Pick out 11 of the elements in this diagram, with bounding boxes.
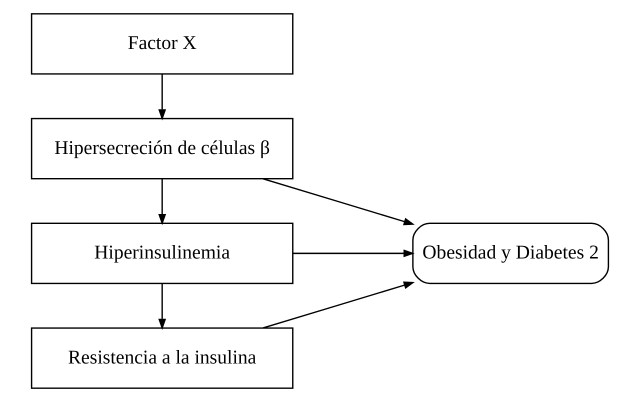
node-box: Resistencia a la insulina xyxy=(30,327,293,389)
arrow xyxy=(262,281,414,329)
arrow xyxy=(158,74,166,120)
node-box: Factor X xyxy=(30,13,293,75)
arrow xyxy=(158,178,166,226)
node-box: Hipersecreción de células β xyxy=(30,118,293,180)
arrow xyxy=(292,249,414,258)
arrow xyxy=(158,284,166,330)
node-box: Hiperinsulinemia xyxy=(30,222,293,284)
arrow xyxy=(262,178,414,226)
node-box: Obesidad y Diabetes 2 xyxy=(412,222,609,284)
